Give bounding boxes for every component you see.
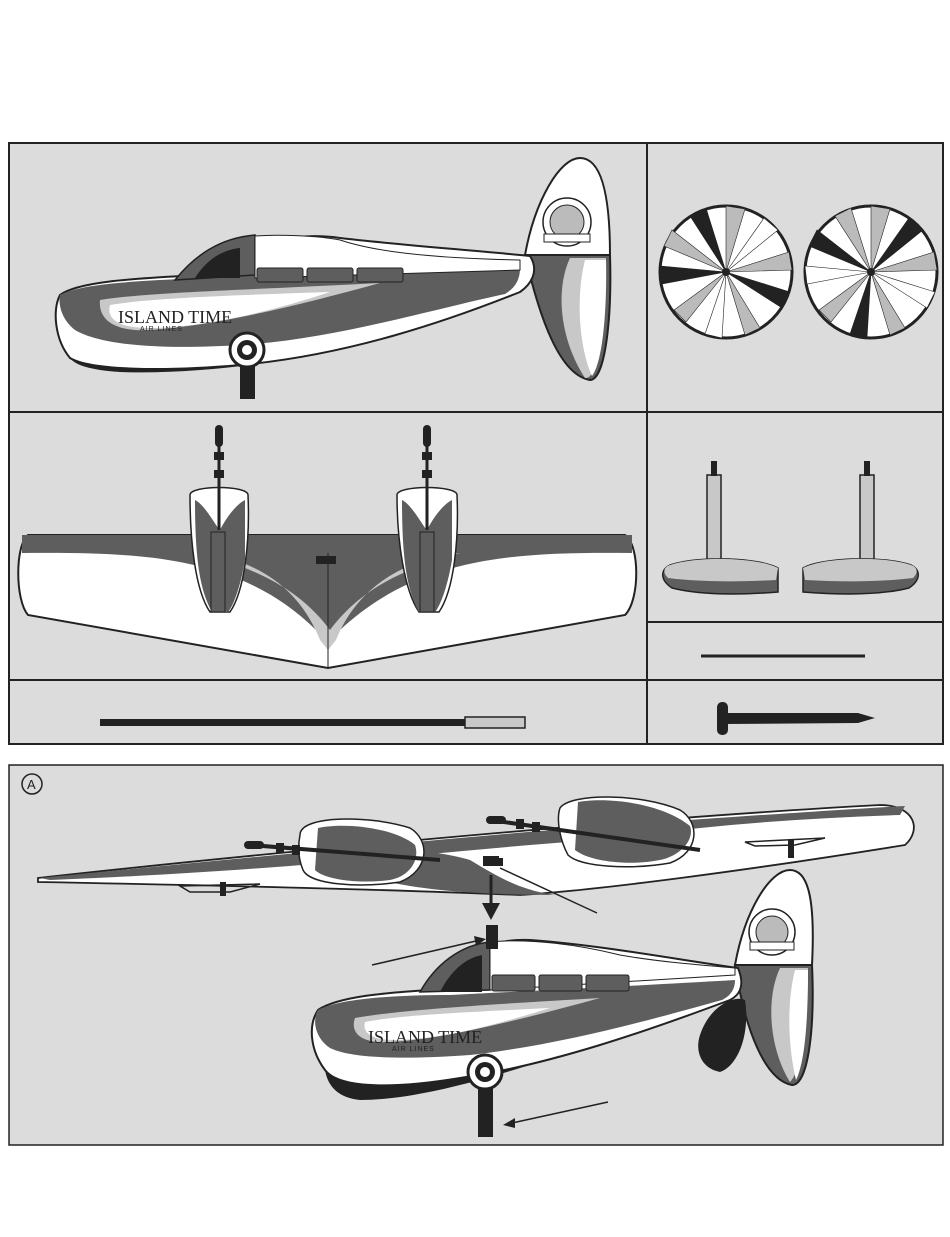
fuselage-logo-text: ISLAND TIME (118, 307, 232, 327)
parts-sheet-border (9, 143, 943, 744)
wing-mount-bracket (316, 556, 336, 564)
propeller-left-icon (660, 206, 792, 338)
propeller-right-icon (805, 206, 937, 338)
parts-sheet (9, 143, 943, 744)
assembly-logo-text: ISLAND TIME (368, 1027, 482, 1047)
assembly-logo-subtext: AIR LINES (392, 1046, 435, 1053)
fuselage-logo-subtext: AIR LINES (140, 326, 183, 333)
step-label: A (27, 777, 36, 792)
